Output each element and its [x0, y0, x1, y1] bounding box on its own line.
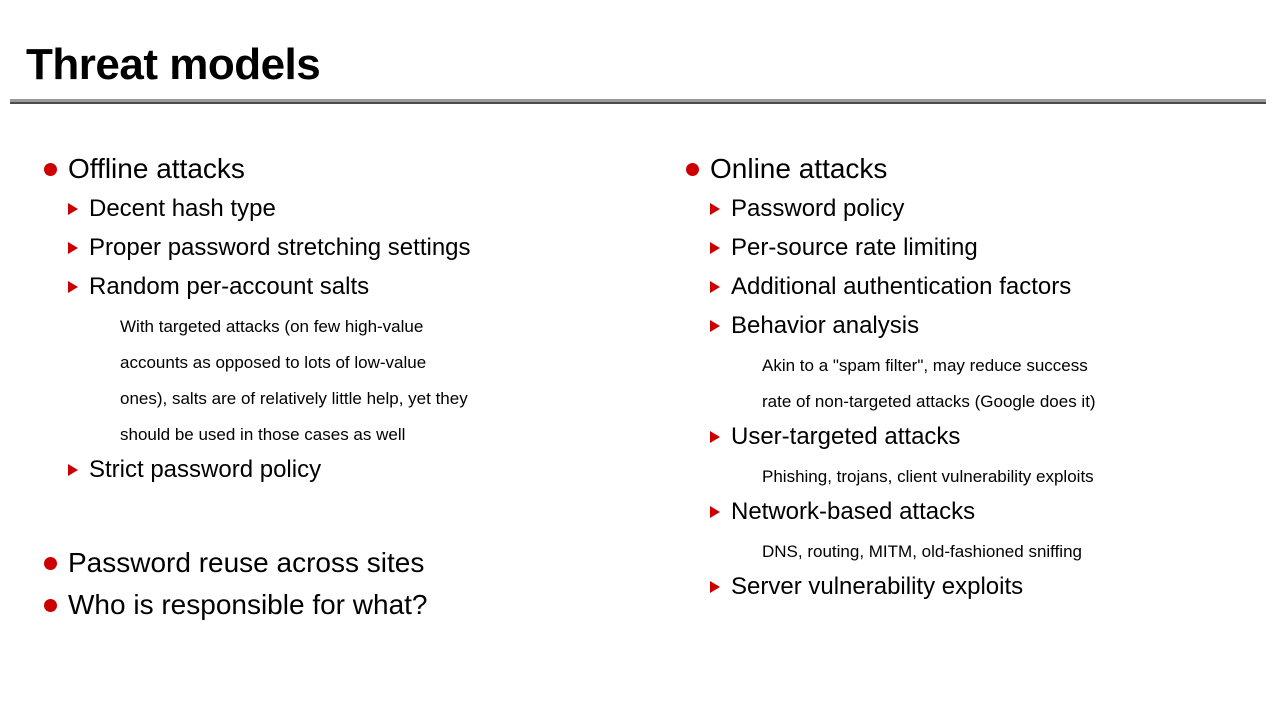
page-title: Threat models	[26, 40, 321, 89]
divider-top-band	[10, 99, 1266, 102]
bullet-password-policy: Password policy	[672, 192, 1268, 226]
circle-bullet-icon	[44, 150, 68, 188]
triangle-bullet-icon	[710, 570, 731, 604]
note-text: Akin to a "spam filter", may reduce succ…	[762, 356, 1088, 375]
triangle-bullet-icon	[710, 192, 731, 226]
bullet-network-based-attacks: Network-based attacks	[672, 495, 1268, 529]
note-line: rate of non-targeted attacks (Google doe…	[672, 384, 1268, 420]
bullet-label: Who is responsible for what?	[68, 589, 428, 620]
bullet-label: Per-source rate limiting	[731, 234, 978, 261]
triangle-bullet-icon	[710, 495, 731, 529]
bullet-label: Additional authentication factors	[731, 273, 1072, 300]
bullet-label: Server vulnerability exploits	[731, 573, 1024, 600]
bullet-user-targeted-attacks: User-targeted attacks	[672, 420, 1268, 454]
note-line: Akin to a "spam filter", may reduce succ…	[672, 348, 1268, 384]
bullet-server-vulnerability-exploits: Server vulnerability exploits	[672, 570, 1268, 604]
bullet-who-is-responsible: Who is responsible for what?	[30, 586, 630, 624]
circle-bullet-icon	[44, 544, 68, 582]
bullet-label: Password policy	[731, 195, 905, 222]
bullet-label: Network-based attacks	[731, 498, 976, 525]
note-line: should be used in those cases as well	[30, 417, 630, 453]
bullet-label: Behavior analysis	[731, 312, 920, 339]
note-line: Phishing, trojans, client vulnerability …	[672, 459, 1268, 495]
triangle-bullet-icon	[68, 270, 89, 304]
bullet-label: User-targeted attacks	[731, 423, 961, 450]
title-divider	[10, 99, 1266, 104]
bullet-label: Strict password policy	[89, 456, 322, 483]
triangle-bullet-icon	[68, 453, 89, 487]
note-line: accounts as opposed to lots of low-value	[30, 345, 630, 381]
triangle-bullet-icon	[68, 231, 89, 265]
bullet-decent-hash-type: Decent hash type	[30, 192, 630, 226]
note-text: With targeted attacks (on few high-value	[120, 317, 424, 336]
note-text: ones), salts are of relatively little he…	[120, 389, 468, 408]
bullet-password-stretching: Proper password stretching settings	[30, 231, 630, 265]
note-line: With targeted attacks (on few high-value	[30, 309, 630, 345]
left-column: Offline attacks Decent hash type Proper …	[30, 150, 630, 628]
bullet-random-salts: Random per-account salts	[30, 270, 630, 304]
bullet-rate-limiting: Per-source rate limiting	[672, 231, 1268, 265]
triangle-bullet-icon	[710, 420, 731, 454]
triangle-bullet-icon	[710, 231, 731, 265]
triangle-bullet-icon	[710, 270, 731, 304]
divider-bottom-band	[10, 102, 1266, 104]
note-text: DNS, routing, MITM, old-fashioned sniffi…	[762, 542, 1082, 561]
bullet-label: Decent hash type	[89, 195, 276, 222]
circle-bullet-icon	[686, 150, 710, 188]
bullet-additional-auth-factors: Additional authentication factors	[672, 270, 1268, 304]
triangle-bullet-icon	[710, 309, 731, 343]
bullet-label: Proper password stretching settings	[89, 234, 471, 261]
note-text: should be used in those cases as well	[120, 425, 406, 444]
bullet-strict-password-policy: Strict password policy	[30, 453, 630, 487]
triangle-bullet-icon	[68, 192, 89, 226]
bullet-label: Offline attacks	[68, 153, 245, 184]
bullet-password-reuse: Password reuse across sites	[30, 544, 630, 582]
blank-line-spacer	[30, 492, 630, 544]
bullet-offline-attacks: Offline attacks	[30, 150, 630, 188]
note-text: Phishing, trojans, client vulnerability …	[762, 467, 1094, 486]
note-line: ones), salts are of relatively little he…	[30, 381, 630, 417]
note-line: DNS, routing, MITM, old-fashioned sniffi…	[672, 534, 1268, 570]
bullet-label: Password reuse across sites	[68, 547, 425, 578]
bullet-online-attacks: Online attacks	[672, 150, 1268, 188]
note-text: rate of non-targeted attacks (Google doe…	[762, 392, 1096, 411]
note-text: accounts as opposed to lots of low-value	[120, 353, 427, 372]
bullet-behavior-analysis: Behavior analysis	[672, 309, 1268, 343]
bullet-label: Random per-account salts	[89, 273, 370, 300]
circle-bullet-icon	[44, 586, 68, 624]
bullet-label: Online attacks	[710, 153, 888, 184]
right-column: Online attacks Password policy Per-sourc…	[672, 150, 1268, 609]
